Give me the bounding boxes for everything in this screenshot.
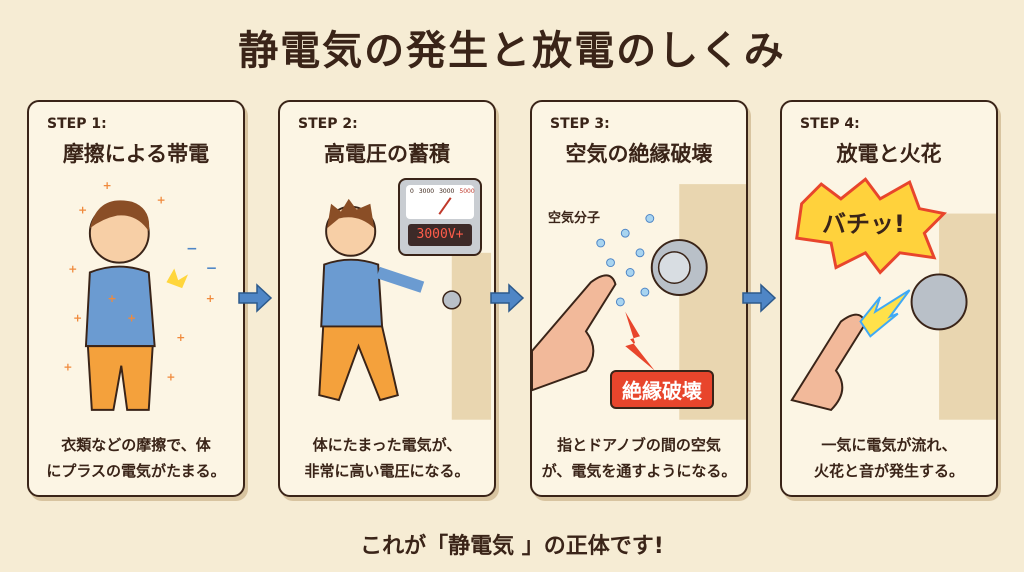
meter-scale: 0 bbox=[410, 188, 414, 195]
step-label: STEP 2: bbox=[298, 116, 358, 132]
arrow-right-icon bbox=[490, 283, 525, 313]
step-label: STEP 4: bbox=[800, 116, 860, 132]
step-title: 高電圧の蓄積 bbox=[324, 142, 450, 166]
step-caption: 指とドアノブの間の空気が、電気を通すようになる。 bbox=[541, 436, 737, 480]
svg-text:+: + bbox=[103, 179, 112, 192]
step-title: 空気の絶縁破壊 bbox=[565, 142, 713, 166]
spark-discharge-illustration bbox=[790, 177, 996, 420]
step-caption: 衣類などの摩擦で、体にプラスの電気がたまる。 bbox=[46, 436, 226, 480]
svg-text:−: − bbox=[206, 260, 218, 276]
insulation-breakdown-badge: 絶縁破壊 bbox=[610, 370, 714, 409]
step-4-panel: STEP 4: 放電と火花 バチッ! 一気に電気が流れ、火花と音が発生する。 bbox=[780, 100, 998, 497]
air-molecule-label: 空気分子 bbox=[548, 211, 601, 226]
step-1-panel: STEP 1: 摩擦による帯電 + + + + + + + + + + + −− 衣類などの摩擦で、… bbox=[27, 100, 245, 497]
step-title: 摩擦による帯電 bbox=[62, 142, 210, 166]
svg-text:+: + bbox=[73, 312, 82, 325]
zap-sound-label: バチッ! bbox=[822, 210, 905, 238]
boy-rubbing-illustration: + + + + + + + + + + + −− bbox=[63, 179, 218, 411]
svg-text:+: + bbox=[206, 292, 215, 305]
arrow-right-icon bbox=[742, 283, 777, 313]
step-caption: 一気に電気が流れ、火花と音が発生する。 bbox=[813, 436, 964, 480]
step-caption: 体にたまった電気が、非常に高い電圧になる。 bbox=[304, 436, 470, 480]
step-label: STEP 3: bbox=[550, 116, 610, 132]
svg-text:+: + bbox=[127, 312, 136, 325]
walking-boy-illustration bbox=[318, 198, 492, 420]
footer-summary: これが「静電気 」の正体です! bbox=[360, 534, 664, 559]
svg-text:+: + bbox=[176, 331, 185, 344]
svg-text:+: + bbox=[166, 370, 175, 383]
step-title: 放電と火花 bbox=[836, 142, 942, 166]
svg-text:+: + bbox=[68, 262, 77, 275]
page-title: 静電気の発生と放電のしくみ bbox=[238, 28, 786, 74]
svg-text:+: + bbox=[108, 292, 117, 305]
meter-readout: 3000V+ bbox=[408, 224, 472, 246]
svg-text:+: + bbox=[157, 194, 166, 207]
step-3-panel: STEP 3: 空気の絶縁破壊 空気分子 絶縁破壊 指とドアノブの間の空気が、電… bbox=[530, 100, 748, 497]
step-label: STEP 1: bbox=[47, 116, 107, 132]
svg-text:+: + bbox=[78, 204, 87, 217]
svg-text:+: + bbox=[63, 361, 72, 374]
svg-text:−: − bbox=[186, 241, 198, 257]
arrow-right-icon bbox=[238, 283, 273, 313]
